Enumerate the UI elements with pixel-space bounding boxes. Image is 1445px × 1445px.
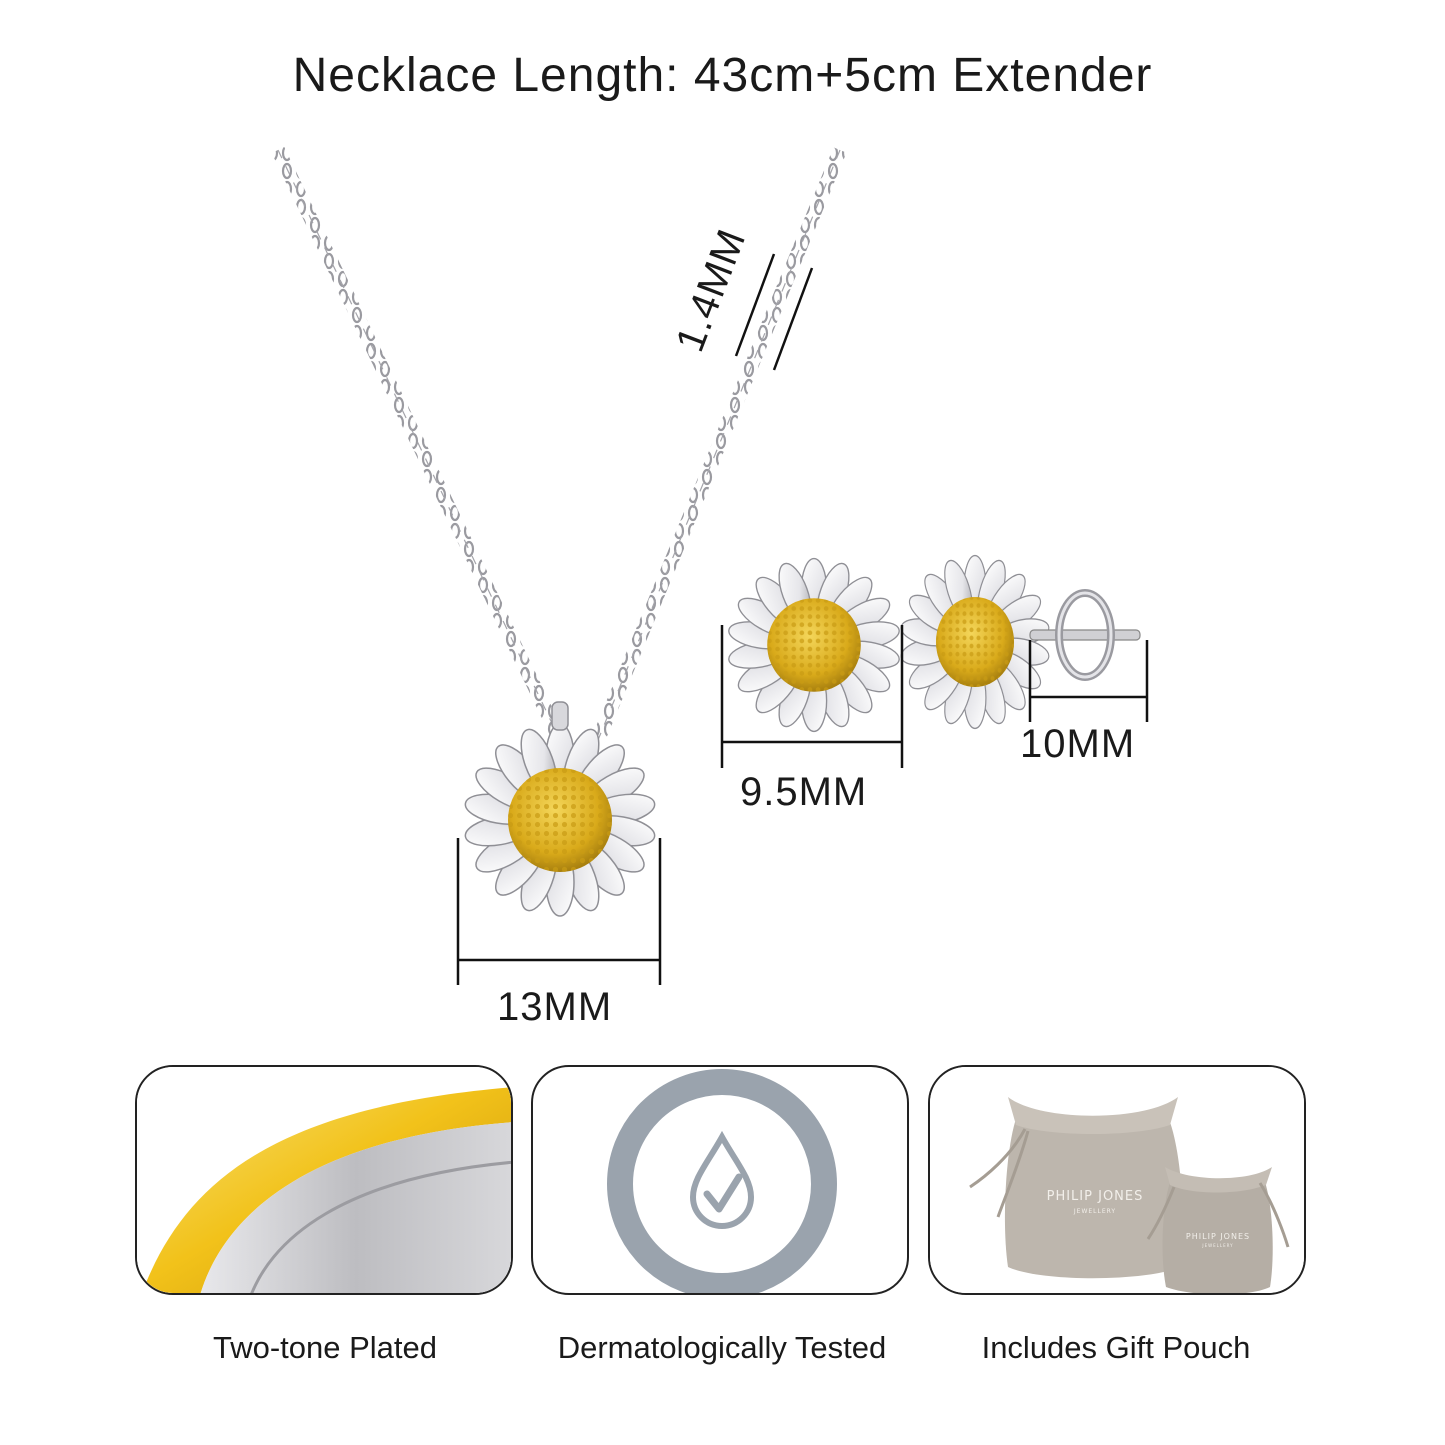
svg-text:PHILIP JONES: PHILIP JONES (1047, 1189, 1144, 1204)
pendant-daisy (462, 701, 658, 917)
pendant-width-label: 13MM (497, 985, 613, 1029)
gift-pouch-icon: PHILIP JONES JEWELLERY PHILIP JONES JEWE… (930, 1067, 1304, 1293)
pendant-width-marker (456, 838, 662, 985)
earring-depth-marker (1028, 640, 1149, 722)
two-tone-card (135, 1065, 513, 1295)
gift-pouch-caption: Includes Gift Pouch (981, 1330, 1251, 1365)
two-tone-band-icon (137, 1067, 511, 1293)
hypoallergenic-badge-icon: HYPOALLERGENIC HYPOALLERGENIC (607, 1069, 837, 1293)
svg-text:JEWELLERY: JEWELLERY (1073, 1208, 1116, 1215)
chain-width-marker (734, 253, 814, 371)
gift-pouch-card: PHILIP JONES JEWELLERY PHILIP JONES JEWE… (928, 1065, 1306, 1295)
earring-width-marker (720, 625, 904, 768)
svg-text:PHILIP JONES: PHILIP JONES (1186, 1232, 1250, 1241)
dermatologically-caption: Dermatologically Tested (557, 1330, 887, 1365)
hypoallergenic-card: HYPOALLERGENIC HYPOALLERGENIC (531, 1065, 909, 1295)
earring-width-label: 9.5MM (740, 770, 868, 814)
earring-depth-label: 10MM (1020, 722, 1136, 766)
earring-front (726, 557, 902, 733)
svg-text:JEWELLERY: JEWELLERY (1201, 1243, 1233, 1248)
page-title: Necklace Length: 43cm+5cm Extender (292, 49, 1153, 102)
two-tone-caption: Two-tone Plated (212, 1330, 438, 1365)
necklace-chain (271, 146, 847, 744)
earring-side (898, 554, 1141, 730)
